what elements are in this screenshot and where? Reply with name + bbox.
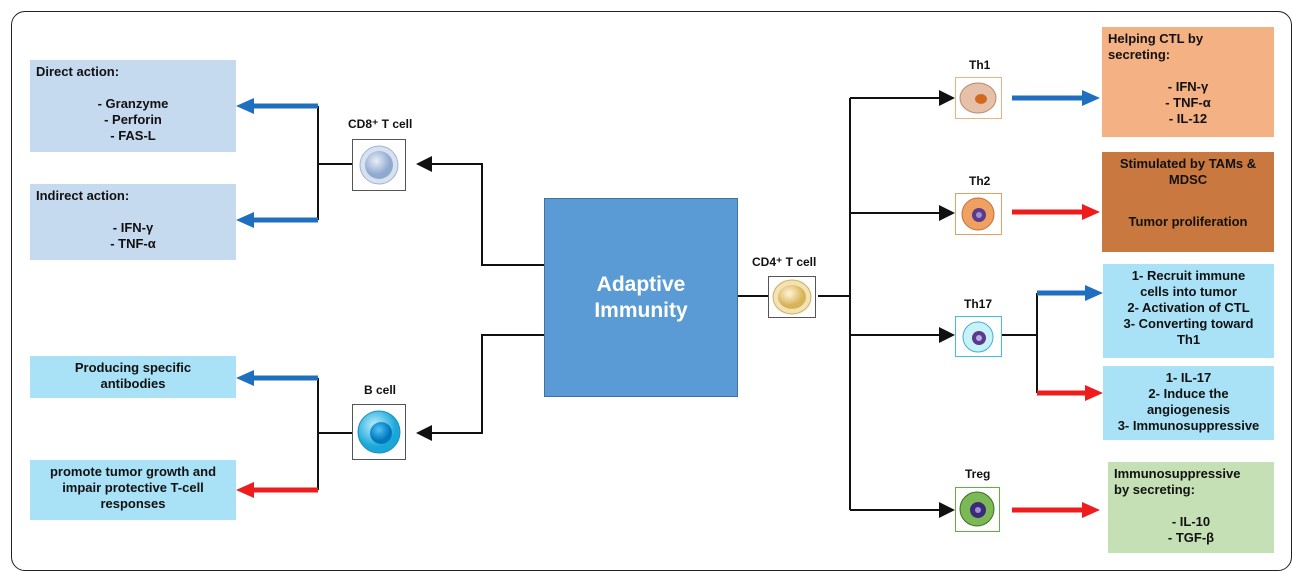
indirect-action-title: Indirect action:	[36, 188, 130, 203]
bcell-label: B cell	[364, 383, 397, 397]
direct-action-title: Direct action:	[36, 64, 120, 79]
blue-arrowhead-th17	[1085, 285, 1103, 301]
th17-function-box-2: 1- IL-17 2- Induce the angiogenesis 3- I…	[1103, 366, 1274, 440]
th1-function-line: Helping CTL by	[1108, 31, 1204, 46]
connector-cd8-branch	[317, 163, 352, 220]
blue-arrowhead-th1	[1082, 90, 1100, 106]
th17-line: 1- IL-17	[1165, 370, 1212, 385]
red-arrowhead-th2	[1082, 204, 1100, 220]
th17-line: 2- Activation of CTL	[1127, 300, 1250, 315]
indirect-item: - IFN-γ	[112, 220, 154, 235]
th1-item: - IFN-γ	[1167, 79, 1209, 94]
th17-cell-icon	[955, 316, 1002, 357]
cd4-cell-icon	[768, 276, 816, 318]
center-title-line1: Adaptive	[596, 272, 686, 296]
direct-item: - FAS-L	[110, 128, 156, 143]
antibodies-line: Producing specific	[74, 360, 192, 375]
cd8-cell-icon	[352, 139, 406, 191]
indirect-item: - TNF-α	[110, 236, 156, 251]
indirect-action-box: Indirect action: - IFN-γ - TNF-α	[30, 184, 236, 260]
treg-function-box: Immunosuppressive by secreting: - IL-10 …	[1108, 462, 1274, 553]
red-arrowhead-tumor-growth	[236, 482, 254, 498]
th2-function-line: Stimulated by TAMs &	[1119, 156, 1257, 171]
cd8-label: CD8⁺ T cell	[348, 117, 413, 131]
bcell-icon	[352, 404, 406, 460]
direct-item: - Perforin	[104, 112, 162, 127]
direct-item: - Granzyme	[97, 96, 169, 111]
th17-function-box-1: 1- Recruit immune cells into tumor 2- Ac…	[1103, 264, 1274, 358]
th17-line: 2- Induce the	[1148, 386, 1229, 401]
antibodies-line: antibodies	[100, 376, 166, 391]
th1-label: Th1	[969, 58, 991, 72]
th1-item: - TNF-α	[1165, 95, 1211, 110]
th17-line: Th1	[1176, 332, 1201, 347]
red-arrowhead-th17	[1085, 385, 1103, 401]
connector-center-cd8	[416, 156, 544, 266]
th17-line: 3- Converting toward	[1123, 316, 1254, 331]
th1-cell-icon	[955, 77, 1002, 119]
connector-center-bcell	[416, 334, 544, 441]
blue-arrowhead-antibodies	[236, 370, 254, 386]
direct-action-box: Direct action: - Granzyme - Perforin - F…	[30, 60, 236, 152]
treg-item: - IL-10	[1171, 514, 1211, 529]
connector-layer	[236, 90, 1191, 518]
th17-line: angiogenesis	[1146, 402, 1231, 417]
tumor-growth-line: impair protective T-cell	[62, 480, 204, 495]
cd4-label: CD4⁺ T cell	[752, 255, 817, 269]
antibodies-box: Producing specific antibodies	[30, 356, 236, 398]
th2-label: Th2	[969, 174, 991, 188]
tumor-growth-line: responses	[100, 496, 166, 511]
th1-item: - IL-12	[1168, 111, 1208, 126]
th17-line: 1- Recruit immune	[1131, 268, 1246, 283]
treg-label: Treg	[965, 467, 991, 481]
th2-function-line: MDSC	[1168, 172, 1208, 187]
center-title-line2: Immunity	[594, 298, 688, 322]
treg-function-line: by secreting:	[1114, 482, 1195, 497]
tumor-growth-box: promote tumor growth and impair protecti…	[30, 460, 236, 520]
th17-line: cells into tumor	[1140, 284, 1237, 299]
th1-function-line: secreting:	[1108, 47, 1171, 62]
adaptive-immunity-box: Adaptive Immunity	[544, 198, 738, 397]
treg-function-line: Immunosuppressive	[1114, 466, 1241, 481]
red-arrowhead-treg	[1082, 502, 1100, 518]
th1-function-box: Helping CTL by secreting: - IFN-γ - TNF-…	[1102, 27, 1274, 137]
blue-arrowhead-indirect	[236, 212, 254, 228]
blue-arrowhead-direct	[236, 98, 254, 114]
th17-line: 3- Immunosuppressive	[1117, 418, 1260, 433]
th2-function-box: Stimulated by TAMs & MDSC Tumor prolifer…	[1102, 152, 1274, 252]
th17-label: Th17	[964, 297, 993, 311]
tumor-proliferation: Tumor proliferation	[1128, 214, 1248, 229]
treg-item: - TGF-β	[1167, 530, 1215, 545]
tumor-growth-line: promote tumor growth and	[49, 464, 217, 479]
treg-cell-icon	[955, 487, 1000, 532]
th2-cell-icon	[955, 193, 1002, 235]
